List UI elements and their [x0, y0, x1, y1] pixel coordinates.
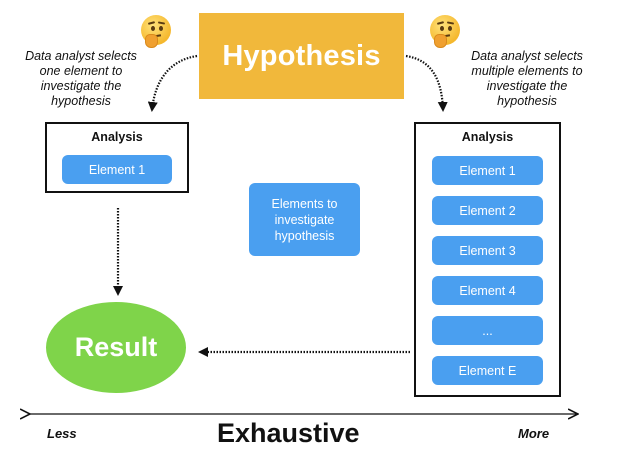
right-analysis-box: Analysis Element 1 Element 2 Element 3 E… — [414, 122, 561, 397]
right-element-4: Element 4 — [432, 276, 543, 305]
right-analysis-title: Analysis — [461, 130, 514, 144]
right-element-3: Element 3 — [432, 236, 543, 265]
elements-legend-box: Elements to investigate hypothesis — [249, 183, 360, 256]
scale-title: Exhaustive — [217, 418, 360, 448]
scale-high-label: More — [518, 426, 550, 441]
hypothesis-box: Hypothesis — [199, 13, 404, 99]
right-element-1: Element 1 — [432, 156, 543, 185]
arrow-hypothesis-to-right-analysis — [405, 54, 448, 112]
left-element-1: Element 1 — [62, 155, 172, 184]
thinking-face-icon — [430, 15, 460, 48]
thinking-face-icon — [141, 15, 171, 48]
right-element-2: Element 2 — [432, 196, 543, 225]
hypothesis-label: Hypothesis — [222, 39, 381, 72]
result-ellipse: Result — [46, 302, 186, 393]
arrow-hypothesis-to-left-analysis — [147, 54, 198, 112]
scale-low-label: Less — [47, 426, 77, 441]
right-element-e: Element E — [432, 356, 543, 385]
right-selection-note: Data analyst selects multiple elements t… — [471, 49, 583, 108]
left-selection-note: Data analyst selects one element to inve… — [25, 49, 137, 108]
left-analysis-box: Analysis Element 1 — [45, 122, 189, 193]
right-element-ellipsis: ... — [432, 316, 543, 345]
left-analysis-title: Analysis — [91, 130, 143, 144]
result-label: Result — [74, 332, 158, 362]
